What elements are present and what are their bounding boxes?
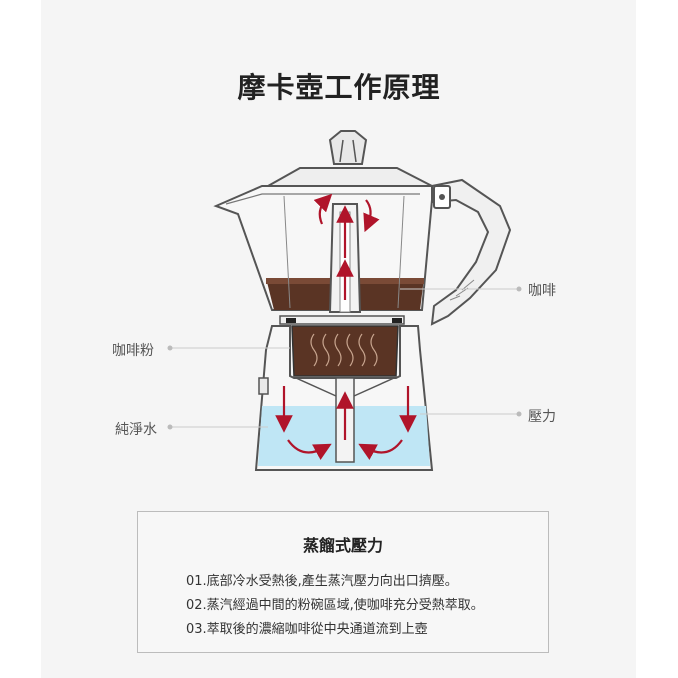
safety-valve (258, 377, 269, 395)
callout-dots (167, 286, 522, 430)
handle-screw-dot (439, 194, 445, 200)
info-step-3: 03.萃取後的濃縮咖啡從中央通道流到上壺 (186, 622, 428, 637)
label-coffee-powder: 咖啡粉 (112, 343, 154, 359)
filter-plate (279, 315, 405, 325)
page-title: 摩卡壺工作原理 (237, 71, 441, 104)
panel-line (283, 195, 291, 309)
steam-waves (310, 333, 378, 367)
label-coffee: 咖啡 (528, 283, 556, 299)
moka-pot-diagram (167, 130, 522, 471)
gasket-right (392, 318, 402, 323)
spout-line (225, 193, 420, 205)
info-title: 蒸餾式壓力 (302, 536, 383, 555)
panel-line (397, 195, 405, 309)
handle (430, 178, 512, 326)
info-box: 蒸餾式壓力 01.底部冷水受熱後,產生蒸汽壓力向出口擠壓。 02.蒸汽經過中間的… (137, 511, 549, 653)
gasket-left (286, 318, 296, 323)
funnel-sides (295, 377, 395, 397)
lid-knob (328, 130, 368, 165)
coffee-basket (291, 325, 399, 377)
knob-line (339, 139, 344, 163)
info-step-2: 02.蒸汽經過中間的粉碗區域,使咖啡充分受熱萃取。 (186, 598, 484, 613)
lid (264, 167, 433, 187)
label-pure-water: 純淨水 (115, 422, 157, 438)
label-pressure: 壓力 (528, 409, 556, 425)
info-step-1: 01.底部冷水受熱後,產生蒸汽壓力向出口擠壓。 (186, 574, 458, 589)
callout-lines (172, 288, 518, 428)
knob-line (352, 139, 357, 163)
flow-arrows (275, 193, 417, 460)
